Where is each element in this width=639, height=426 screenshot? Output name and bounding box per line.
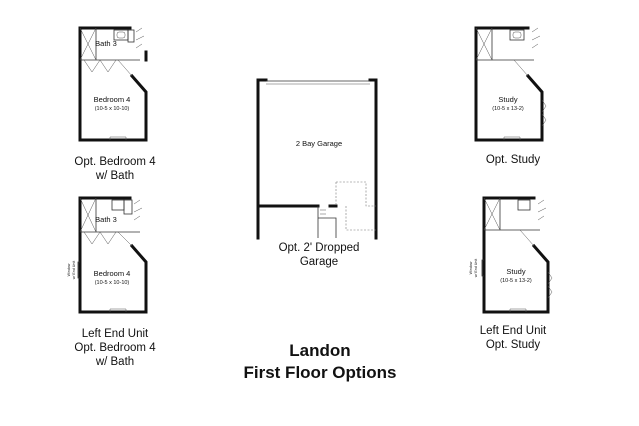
room-dimensions: (10-5 x 13-2) bbox=[492, 106, 524, 112]
room-dimensions: (10-5 x 10-10) bbox=[95, 106, 130, 112]
room-label: Study bbox=[498, 95, 517, 104]
title-line: First Floor Options bbox=[243, 363, 397, 382]
bath-label: Bath 3 bbox=[95, 215, 117, 224]
room-label: Study bbox=[506, 267, 525, 276]
window-note-line-1: Window bbox=[469, 261, 473, 274]
caption-line: Opt. 2' Dropped bbox=[278, 242, 360, 254]
plan-end-bedroom-bath: Window w/ End Unit Bath 3 Bedroom 4 (10-… bbox=[67, 196, 148, 314]
caption-line: Opt. Study bbox=[485, 339, 541, 351]
plan-garage: 2 Bay Garage bbox=[256, 78, 378, 240]
window-note-line-2: w/ End Unit bbox=[474, 259, 478, 277]
caption-line: Left End Unit bbox=[479, 325, 547, 337]
room-dimensions: (10-5 x 13-2) bbox=[500, 278, 532, 284]
caption-garage: Opt. 2' Dropped Garage bbox=[256, 241, 382, 269]
caption-line: w/ Bath bbox=[95, 170, 135, 182]
room-label: 2 Bay Garage bbox=[296, 139, 342, 148]
plan-study: Study (10-5 x 13-2) bbox=[474, 26, 547, 142]
caption-line: w/ Bath bbox=[95, 356, 135, 368]
caption-line: Garage bbox=[299, 256, 339, 268]
room-label: Bedroom 4 bbox=[94, 269, 131, 278]
caption-bedroom-bath: Opt. Bedroom 4 w/ Bath bbox=[52, 155, 178, 183]
caption-end-bedroom-bath: Left End Unit Opt. Bedroom 4 w/ Bath bbox=[52, 327, 178, 369]
room-label: Bedroom 4 bbox=[94, 95, 131, 104]
window-note-line-2: w/ End Unit bbox=[72, 261, 76, 279]
window-note-line-1: Window bbox=[67, 263, 71, 276]
title-line: Landon bbox=[289, 341, 351, 360]
bath-label: Bath 3 bbox=[95, 39, 117, 48]
caption-study: Opt. Study bbox=[450, 153, 576, 167]
room-dimensions: (10-5 x 10-10) bbox=[95, 280, 130, 286]
caption-line: Left End Unit bbox=[81, 328, 149, 340]
caption-end-study: Left End Unit Opt. Study bbox=[450, 324, 576, 352]
caption-line: Opt. Study bbox=[485, 154, 541, 166]
plan-end-study: Window w/ End Unit Study (10-5 x 13-2) bbox=[469, 196, 553, 314]
caption-line: Opt. Bedroom 4 bbox=[74, 342, 156, 354]
page-title: Landon First Floor Options bbox=[200, 340, 440, 384]
plan-bedroom-bath: Bath 3 Bedroom 4 (10-5 x 10-10) bbox=[78, 26, 148, 142]
caption-line: Opt. Bedroom 4 bbox=[74, 156, 156, 168]
